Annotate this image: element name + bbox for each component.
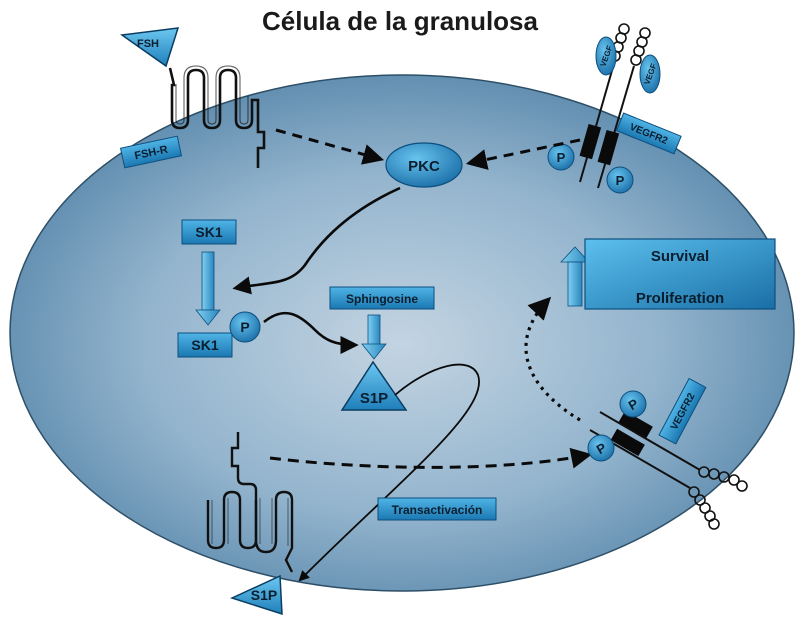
sk1-activation-arrow [195,251,221,326]
phospho-vegfr2-bottom-left: P [587,434,615,462]
fsh-r-transmembrane [168,67,266,168]
fsh-r-badge: FSH-R [119,135,183,169]
fsh-triangle [119,27,180,68]
fsh-label: FSH [137,38,159,50]
p-label: P [616,173,625,188]
survival-label: Survival [651,248,709,265]
vegf-ligand-2: VEGF [639,54,661,94]
sk1-top-label: SK1 [195,224,222,240]
proliferation-label: Proliferation [636,290,724,307]
sphingosine-label: Sphingosine [346,292,418,306]
s1p-outside-label: S1P [251,587,277,603]
pkc-to-sk1-arrow [232,186,401,295]
fsh-to-pkc-arrow [275,128,385,165]
sphingosine-arrow [361,314,387,360]
s1p-export-arrow [298,363,480,582]
s1p-extracellular: S1P [229,574,283,616]
sk1-box: SK1 [181,219,237,245]
cell-membrane [9,74,795,592]
fsh-ligand: FSH [119,27,180,68]
pkc-label: PKC [408,158,440,175]
s1p-receptor [206,432,294,573]
survival-proliferation-box: Survival Proliferation [584,238,776,310]
phospho-vegfr2-top-left: P [547,143,575,171]
s1p-intracellular: S1P [340,360,408,411]
p-label: P [557,150,566,165]
s1p-inside-label: S1P [360,390,388,407]
phospho-sk1: P [229,311,261,343]
vegfr2-bottom-coils [688,466,748,530]
transactivation-arrow [269,447,593,469]
survival-up-arrow [560,246,590,307]
transactivacion-box: Transactivación [377,497,497,521]
vegf-ligand-1: VEGF [595,36,617,76]
sphingosine-box: Sphingosine [329,286,435,310]
vegfr2-to-pkc-arrow [465,138,581,170]
transactivacion-label: Transactivación [392,503,483,517]
sk1-phospho-box: SK1 [177,332,233,358]
phospho-vegfr2-top-right: P [606,166,634,194]
diagram-title: Célula de la granulosa [262,6,538,36]
vegfr2-top-receptor [579,23,651,189]
phospho-vegfr2-bottom-top: P [619,390,647,418]
sk1-bottom-label: SK1 [191,337,218,353]
fsh-receptor [168,65,266,168]
pkc-node: PKC [385,142,463,188]
sk1-to-s1p-arrow [263,311,359,355]
p-label: P [240,319,249,335]
